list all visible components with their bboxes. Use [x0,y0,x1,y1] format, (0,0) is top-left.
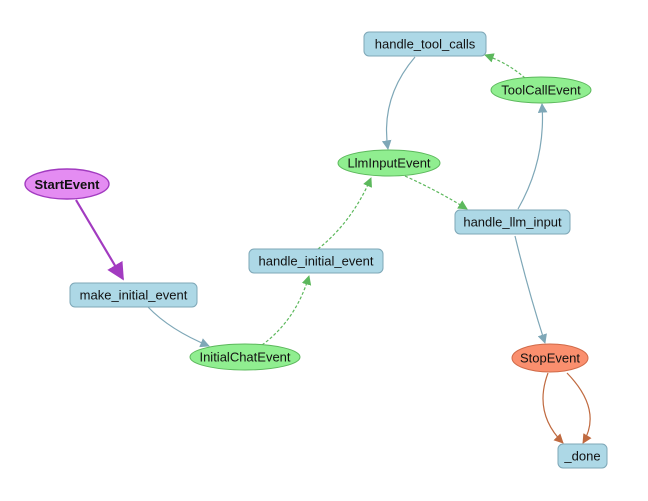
edge-handle-initial-to-llm-input [317,177,372,250]
edge-tool-call-to-handle-tool-calls [484,53,526,79]
node-label: handle_tool_calls [375,37,476,52]
node-start-event[interactable]: StartEvent [24,168,110,200]
node-label: _done [563,449,600,464]
node-label: InitialChatEvent [199,350,290,365]
node-make-initial-event[interactable]: make_initial_event [69,282,198,308]
edge-stop-to-done-right [566,372,592,444]
edges [75,53,592,444]
node-initial-chat-event[interactable]: InitialChatEvent [189,343,301,371]
node-label: ToolCallEvent [501,83,581,98]
node-label: StartEvent [34,177,100,192]
node-stop-event[interactable]: StopEvent [511,343,589,373]
node-handle-tool-calls[interactable]: handle_tool_calls [363,31,487,57]
node-label: LlmInputEvent [347,156,430,171]
node-done[interactable]: _done [557,443,608,469]
node-tool-call-event[interactable]: ToolCallEvent [490,76,592,104]
node-label: handle_initial_event [259,254,374,269]
edge-initial-chat-to-handle-initial [261,275,312,346]
node-label: handle_llm_input [463,215,562,230]
edge-handle-llm-input-to-tool-call [517,103,548,210]
edge-handle-llm-input-to-stop [514,235,547,344]
edge-llm-input-to-handle-llm-input [404,175,468,210]
node-llm-input-event[interactable]: LlmInputEvent [337,149,441,177]
node-label: make_initial_event [80,288,188,303]
node-handle-llm-input[interactable]: handle_llm_input [454,209,571,235]
edge-make-initial-to-initial-chat [147,306,210,348]
edge-stop-to-done-left [542,372,564,444]
node-label: StopEvent [520,351,580,366]
edge-handle-tool-calls-to-llm-input [381,56,416,150]
edge-start-to-make-initial [75,199,124,281]
nodes: StartEvent make_initial_event InitialCha… [24,31,608,469]
node-handle-initial-event[interactable]: handle_initial_event [248,248,384,274]
